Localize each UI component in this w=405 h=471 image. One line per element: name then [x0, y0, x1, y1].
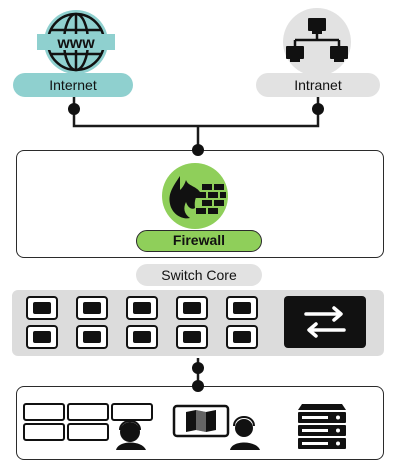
processor-chip-icon [126, 325, 158, 349]
internet-label: Internet [49, 77, 97, 93]
processor-chip-icon [76, 325, 108, 349]
internet-label-pill: Internet [13, 73, 133, 97]
server-rack-icon [292, 400, 352, 452]
junction-dot [312, 103, 324, 115]
firewall-flame-icon [150, 162, 240, 230]
firewall-label-pill: Firewall [136, 230, 262, 252]
windows-headset-icon [22, 400, 162, 450]
www-label: www [56, 35, 95, 52]
switch-arrows-icon [284, 296, 366, 348]
intranet-label: Intranet [294, 77, 342, 93]
junction-dot [192, 144, 204, 156]
processor-chip-icon [226, 325, 258, 349]
switch-core-label: Switch Core [161, 267, 237, 283]
processor-chip-icon [26, 296, 58, 320]
processor-chip-icon [176, 325, 208, 349]
processor-chip-icon [176, 296, 208, 320]
network-topology-icon [272, 6, 362, 76]
globe-www-icon: www [31, 8, 121, 76]
processor-chip-icon [76, 296, 108, 320]
junction-dot [68, 103, 80, 115]
processor-chip-icon [226, 296, 258, 320]
junction-dot [192, 380, 204, 392]
processor-chip-icon [126, 296, 158, 320]
map-headset-icon [172, 400, 264, 450]
processor-chip-icon [26, 325, 58, 349]
junction-dot [192, 362, 204, 374]
firewall-label: Firewall [172, 232, 226, 248]
switch-core-label-pill: Switch Core [136, 264, 262, 286]
intranet-label-pill: Intranet [256, 73, 380, 97]
